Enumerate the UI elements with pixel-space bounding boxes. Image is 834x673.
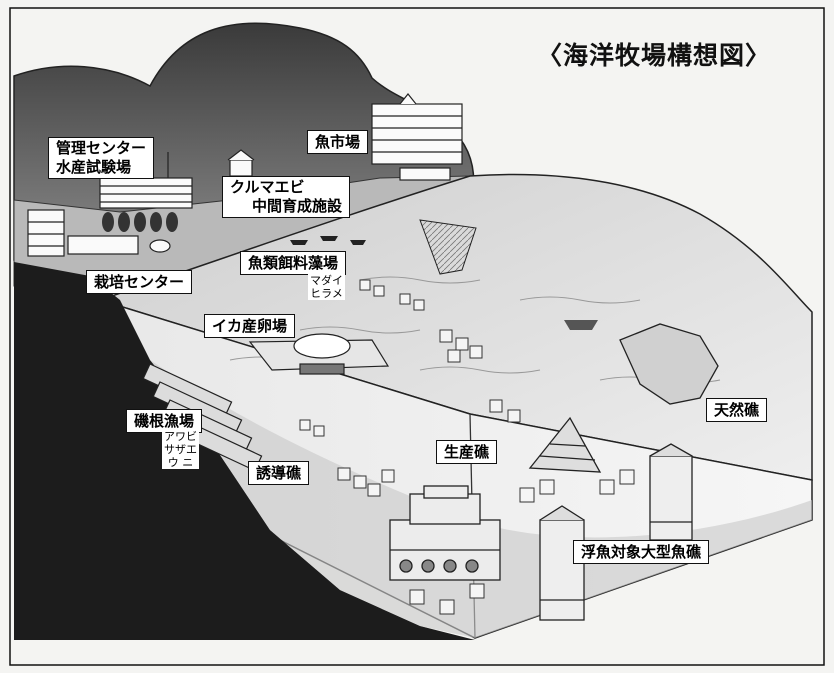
stacked-block-reef — [389, 485, 501, 581]
feed-species-1: マダイ — [310, 274, 343, 287]
fish-market-building — [371, 93, 463, 181]
label-prawn-facility: クルマエビ 中間育成施設 — [222, 176, 351, 218]
cube-reefs — [299, 279, 635, 615]
label-guide-reef: 誘導礁 — [248, 461, 310, 485]
frame-border — [9, 7, 825, 666]
fishing-boats — [290, 236, 598, 330]
prawn-facility-line1: クルマエビ — [230, 178, 305, 196]
rocky-species-2: サザエ — [164, 443, 197, 456]
natural-reef-rocks — [619, 323, 719, 405]
label-cultivation-center: 栽培センター — [86, 270, 193, 294]
prawn-facility-line2: 中間育成施設 — [252, 197, 343, 215]
production-reef-pyramid — [528, 416, 602, 473]
management-center-text: 管理センター — [56, 139, 147, 157]
rocky-species-3: ウ ニ — [167, 456, 194, 469]
management-center-building — [99, 152, 193, 209]
floating-fish-reef-towers — [539, 443, 693, 621]
label-feed-seaweed-bed: 魚類餌料藻場 — [240, 251, 347, 275]
label-production-reef: 生産礁 — [436, 440, 498, 464]
fishing-net — [419, 219, 477, 275]
label-management-center: 管理センター 水産試験場 — [48, 137, 155, 179]
sea-surface — [97, 173, 813, 481]
feed-species-2: ヒラメ — [310, 287, 343, 300]
cliff-section — [14, 262, 475, 640]
squid-spawning-platform — [248, 333, 390, 375]
label-fish-market: 魚市場 — [307, 130, 369, 154]
rocky-species-list: アワビ サザエ ウ ニ — [162, 430, 199, 469]
label-natural-reef: 天然礁 — [706, 398, 768, 422]
cultivation-center-building — [27, 209, 171, 257]
feed-species-list: マダイ ヒラメ — [308, 274, 345, 300]
rocky-species-1: アワビ — [164, 430, 197, 443]
label-squid-spawning: イカ産卵場 — [204, 314, 296, 338]
diagram-title: 〈海洋牧場構想図〉 — [537, 41, 772, 70]
trees — [102, 212, 178, 232]
label-large-floating-fish-reef: 浮魚対象大型魚礁 — [573, 540, 710, 564]
seabed — [150, 360, 812, 638]
fisheries-lab-text: 水産試験場 — [56, 158, 132, 176]
